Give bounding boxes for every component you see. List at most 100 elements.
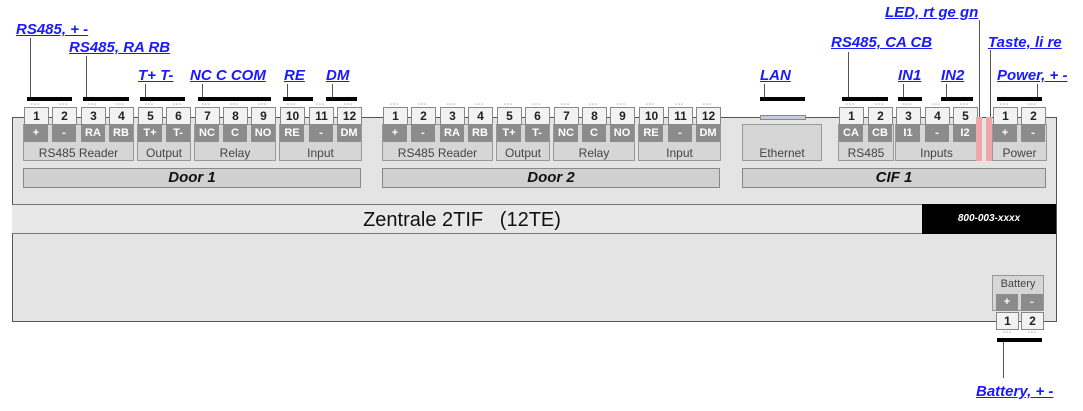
cif-terminal-3[interactable]: 3 — [896, 107, 921, 125]
terminal-contacts: ▫▫▫ — [845, 102, 856, 108]
terminal-contacts: ▫▫▫ — [446, 102, 457, 108]
door1-terminal-6[interactable]: 6 — [166, 107, 191, 125]
part-number: 800-003-xxxx — [922, 204, 1056, 234]
terminal-contacts: ▫▫▫ — [645, 102, 656, 108]
door1-terminal-4[interactable]: 4 — [109, 107, 134, 125]
door2-terminal-label: T+ — [497, 125, 521, 142]
battery-terminal-2[interactable]: 2 — [1021, 312, 1044, 330]
door1-terminal-label: NC — [195, 125, 219, 142]
door2-terminal-1[interactable]: 1 — [383, 107, 408, 125]
door2-terminal-7[interactable]: 7 — [554, 107, 579, 125]
door1-terminal-11[interactable]: 11 — [309, 107, 334, 125]
door2-terminal-12[interactable]: 12 — [696, 107, 721, 125]
terminal-contacts: ▫▫▫ — [229, 102, 240, 108]
callout-in1[interactable]: IN1 — [898, 67, 922, 84]
door2-terminal-9[interactable]: 9 — [610, 107, 635, 125]
door2-terminal-label: + — [383, 125, 407, 142]
door1-terminal-8[interactable]: 8 — [223, 107, 248, 125]
connector-bar — [198, 97, 271, 101]
callout-taste[interactable]: Taste, li re — [988, 34, 1062, 51]
leader-line — [903, 84, 904, 98]
terminal-contacts: ▫▫▫ — [616, 102, 627, 108]
connector-bar — [283, 97, 313, 101]
door2-terminal-label: RA — [440, 125, 464, 142]
terminal-contacts: ▫▫▫ — [674, 102, 685, 108]
cif-terminal-1[interactable]: 1 — [839, 107, 864, 125]
cif-terminal-label: - — [925, 125, 949, 142]
leader-line — [202, 84, 203, 98]
door1-terminal-label: RE — [280, 125, 304, 142]
door2-terminal-10[interactable]: 10 — [639, 107, 664, 125]
door2-terminal-label: NO — [610, 125, 634, 142]
door1-label: Door 1 — [23, 168, 361, 188]
door2-terminal-11[interactable]: 11 — [668, 107, 693, 125]
terminal-contacts: ▫▫▫ — [588, 102, 599, 108]
door2-terminal-label: T- — [525, 125, 549, 142]
door2-label: Door 2 — [382, 168, 720, 188]
callout-in2[interactable]: IN2 — [941, 67, 965, 84]
door2-terminal-label: RB — [468, 125, 492, 142]
door2-terminal-2[interactable]: 2 — [411, 107, 436, 125]
ethernet-group: Ethernet — [742, 124, 822, 161]
callout-power[interactable]: Power, + - — [997, 67, 1068, 84]
connector-bar — [326, 97, 357, 101]
callout-lan[interactable]: LAN — [760, 67, 791, 84]
callout-rs485-power[interactable]: RS485, + - — [16, 21, 89, 38]
power-terminal-1[interactable]: 1 — [993, 107, 1018, 125]
door1-terminal-10[interactable]: 10 — [280, 107, 305, 125]
door2-terminal-5[interactable]: 5 — [497, 107, 522, 125]
callout-rs485-cacb[interactable]: RS485, CA CB — [831, 34, 933, 51]
door1-terminal-label: T+ — [138, 125, 162, 142]
door1-group: Output — [137, 124, 191, 161]
door1-terminal-5[interactable]: 5 — [138, 107, 163, 125]
cif-terminal-2[interactable]: 2 — [868, 107, 893, 125]
battery-terminal-1[interactable]: 1 — [996, 312, 1019, 330]
cif-terminal-4[interactable]: 4 — [925, 107, 950, 125]
door2-terminal-label: C — [582, 125, 606, 142]
door2-terminal-3[interactable]: 3 — [440, 107, 465, 125]
door1-terminal-7[interactable]: 7 — [195, 107, 220, 125]
callout-led[interactable]: LED, rt ge gn — [885, 4, 979, 21]
door2-terminal-6[interactable]: 6 — [525, 107, 550, 125]
door1-terminal-1[interactable]: 1 — [24, 107, 49, 125]
callout-relay[interactable]: NC C COM — [190, 67, 266, 84]
callout-output[interactable]: T+ T- — [138, 67, 174, 84]
door2-terminal-4[interactable]: 4 — [468, 107, 493, 125]
terminal-contacts: ▫▫▫ — [1027, 102, 1038, 108]
connector-bar — [27, 97, 72, 101]
terminal-contacts: ▫▫▫ — [702, 102, 713, 108]
door2-terminal-label: DM — [696, 125, 720, 142]
terminal-contacts: ▫▫▫ — [257, 102, 268, 108]
terminal-contacts: ▫▫▫ — [474, 102, 485, 108]
door1-terminal-9[interactable]: 9 — [251, 107, 276, 125]
door1-terminal-12[interactable]: 12 — [337, 107, 362, 125]
power-terminal-label: + — [993, 125, 1017, 142]
cif-terminal-5[interactable]: 5 — [953, 107, 978, 125]
connector-bar — [997, 97, 1042, 101]
callout-re[interactable]: RE — [284, 67, 305, 84]
door1-terminal-2[interactable]: 2 — [52, 107, 77, 125]
door1-terminal-label: - — [309, 125, 333, 142]
callout-battery[interactable]: Battery, + - — [976, 383, 1054, 400]
ethernet-port[interactable] — [760, 115, 806, 120]
leader-line — [979, 20, 980, 160]
power-terminal-2[interactable]: 2 — [1021, 107, 1046, 125]
callout-rs485-rarb[interactable]: RS485, RA RB — [69, 39, 171, 56]
door2-terminal-label: - — [411, 125, 435, 142]
callout-dm[interactable]: DM — [326, 67, 350, 84]
leader-line — [86, 56, 87, 98]
leader-line — [946, 84, 947, 98]
door1-terminal-label: RB — [109, 125, 133, 142]
door2-terminal-8[interactable]: 8 — [582, 107, 607, 125]
connector-bar — [760, 97, 805, 101]
terminal-contacts: ▫▫▫ — [1002, 330, 1013, 336]
terminal-contacts: ▫▫▫ — [87, 102, 98, 108]
leader-line — [145, 84, 146, 98]
door2-terminal-label: NC — [554, 125, 578, 142]
terminal-contacts: ▫▫▫ — [286, 102, 297, 108]
door1-terminal-3[interactable]: 3 — [81, 107, 106, 125]
device-title-bar: Zentrale 2TIF (12TE) — [12, 204, 1056, 234]
terminal-contacts: ▫▫▫ — [343, 102, 354, 108]
leader-line — [990, 50, 991, 160]
connector-bar — [140, 97, 185, 101]
